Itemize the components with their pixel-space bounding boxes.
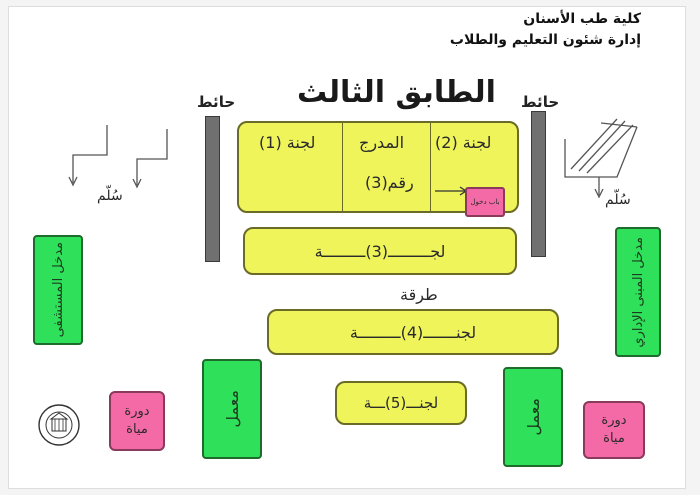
committee-2-label: لجنة (2) (435, 133, 492, 152)
divider-line-1 (342, 123, 343, 211)
floor-plan-page: كلية طب الأسنان إدارة شئون التعليم والطل… (8, 6, 686, 489)
committee-3-room: لجـــــــــ(3)ـــــــــة (243, 227, 517, 275)
lab-left-label: معمل (222, 390, 242, 428)
university-seal-icon (38, 404, 80, 446)
stairs-left-label: سُلّم (97, 188, 123, 204)
committee-4-room: لجنـــــــ(4)ـــــــــة (267, 309, 559, 355)
admin-building-entrance-label: مدخل المبنى الإداري (630, 236, 646, 348)
admin-building-entrance: مدخل المبنى الإداري (615, 227, 661, 357)
wall-right (531, 111, 546, 257)
amphitheater-label: المدرج (359, 133, 405, 152)
committee-5-label: لجنـــ(5)ـــة (363, 394, 439, 412)
corridor-label: طرقة (400, 285, 438, 304)
stairs-right-icon (564, 118, 638, 199)
committee-5-room: لجنـــ(5)ـــة (335, 381, 467, 425)
committee-4-label: لجنـــــــ(4)ـــــــــة (349, 322, 477, 342)
lab-left: معمل (202, 359, 262, 459)
restroom-left: دورة مياة (109, 391, 165, 451)
hospital-entrance: مدخل المستشفى (33, 235, 83, 345)
faculty-name: كلية طب الأسنان (523, 11, 641, 27)
committee-3-label: لجـــــــــ(3)ـــــــــة (314, 241, 446, 261)
wall-label-left: حائط (197, 93, 236, 111)
wall-left (205, 116, 220, 262)
amphitheater-number-label: رقم(3) (365, 173, 414, 192)
divider-line-2 (430, 123, 431, 211)
lab-right-label: معمل (523, 398, 543, 436)
stairs-left-icon (68, 125, 168, 189)
stairs-right-label: سُلّم (605, 192, 631, 208)
entrance-door-label: باب دخول (470, 197, 500, 206)
lab-right: معمل (503, 367, 563, 467)
restroom-right: دورة مياة (583, 401, 645, 459)
hospital-entrance-label: مدخل المستشفى (50, 242, 66, 338)
department-name: إدارة شئون التعليم والطلاب (449, 32, 641, 48)
restroom-left-label: دورة مياة (124, 404, 150, 437)
committee-1-label: لجنة (1) (259, 133, 316, 152)
wall-label-right: حائط (521, 93, 560, 111)
restroom-right-label: دورة مياة (601, 413, 627, 446)
floor-title: الطابق الثالث (297, 75, 496, 110)
entrance-door: باب دخول (465, 187, 505, 217)
